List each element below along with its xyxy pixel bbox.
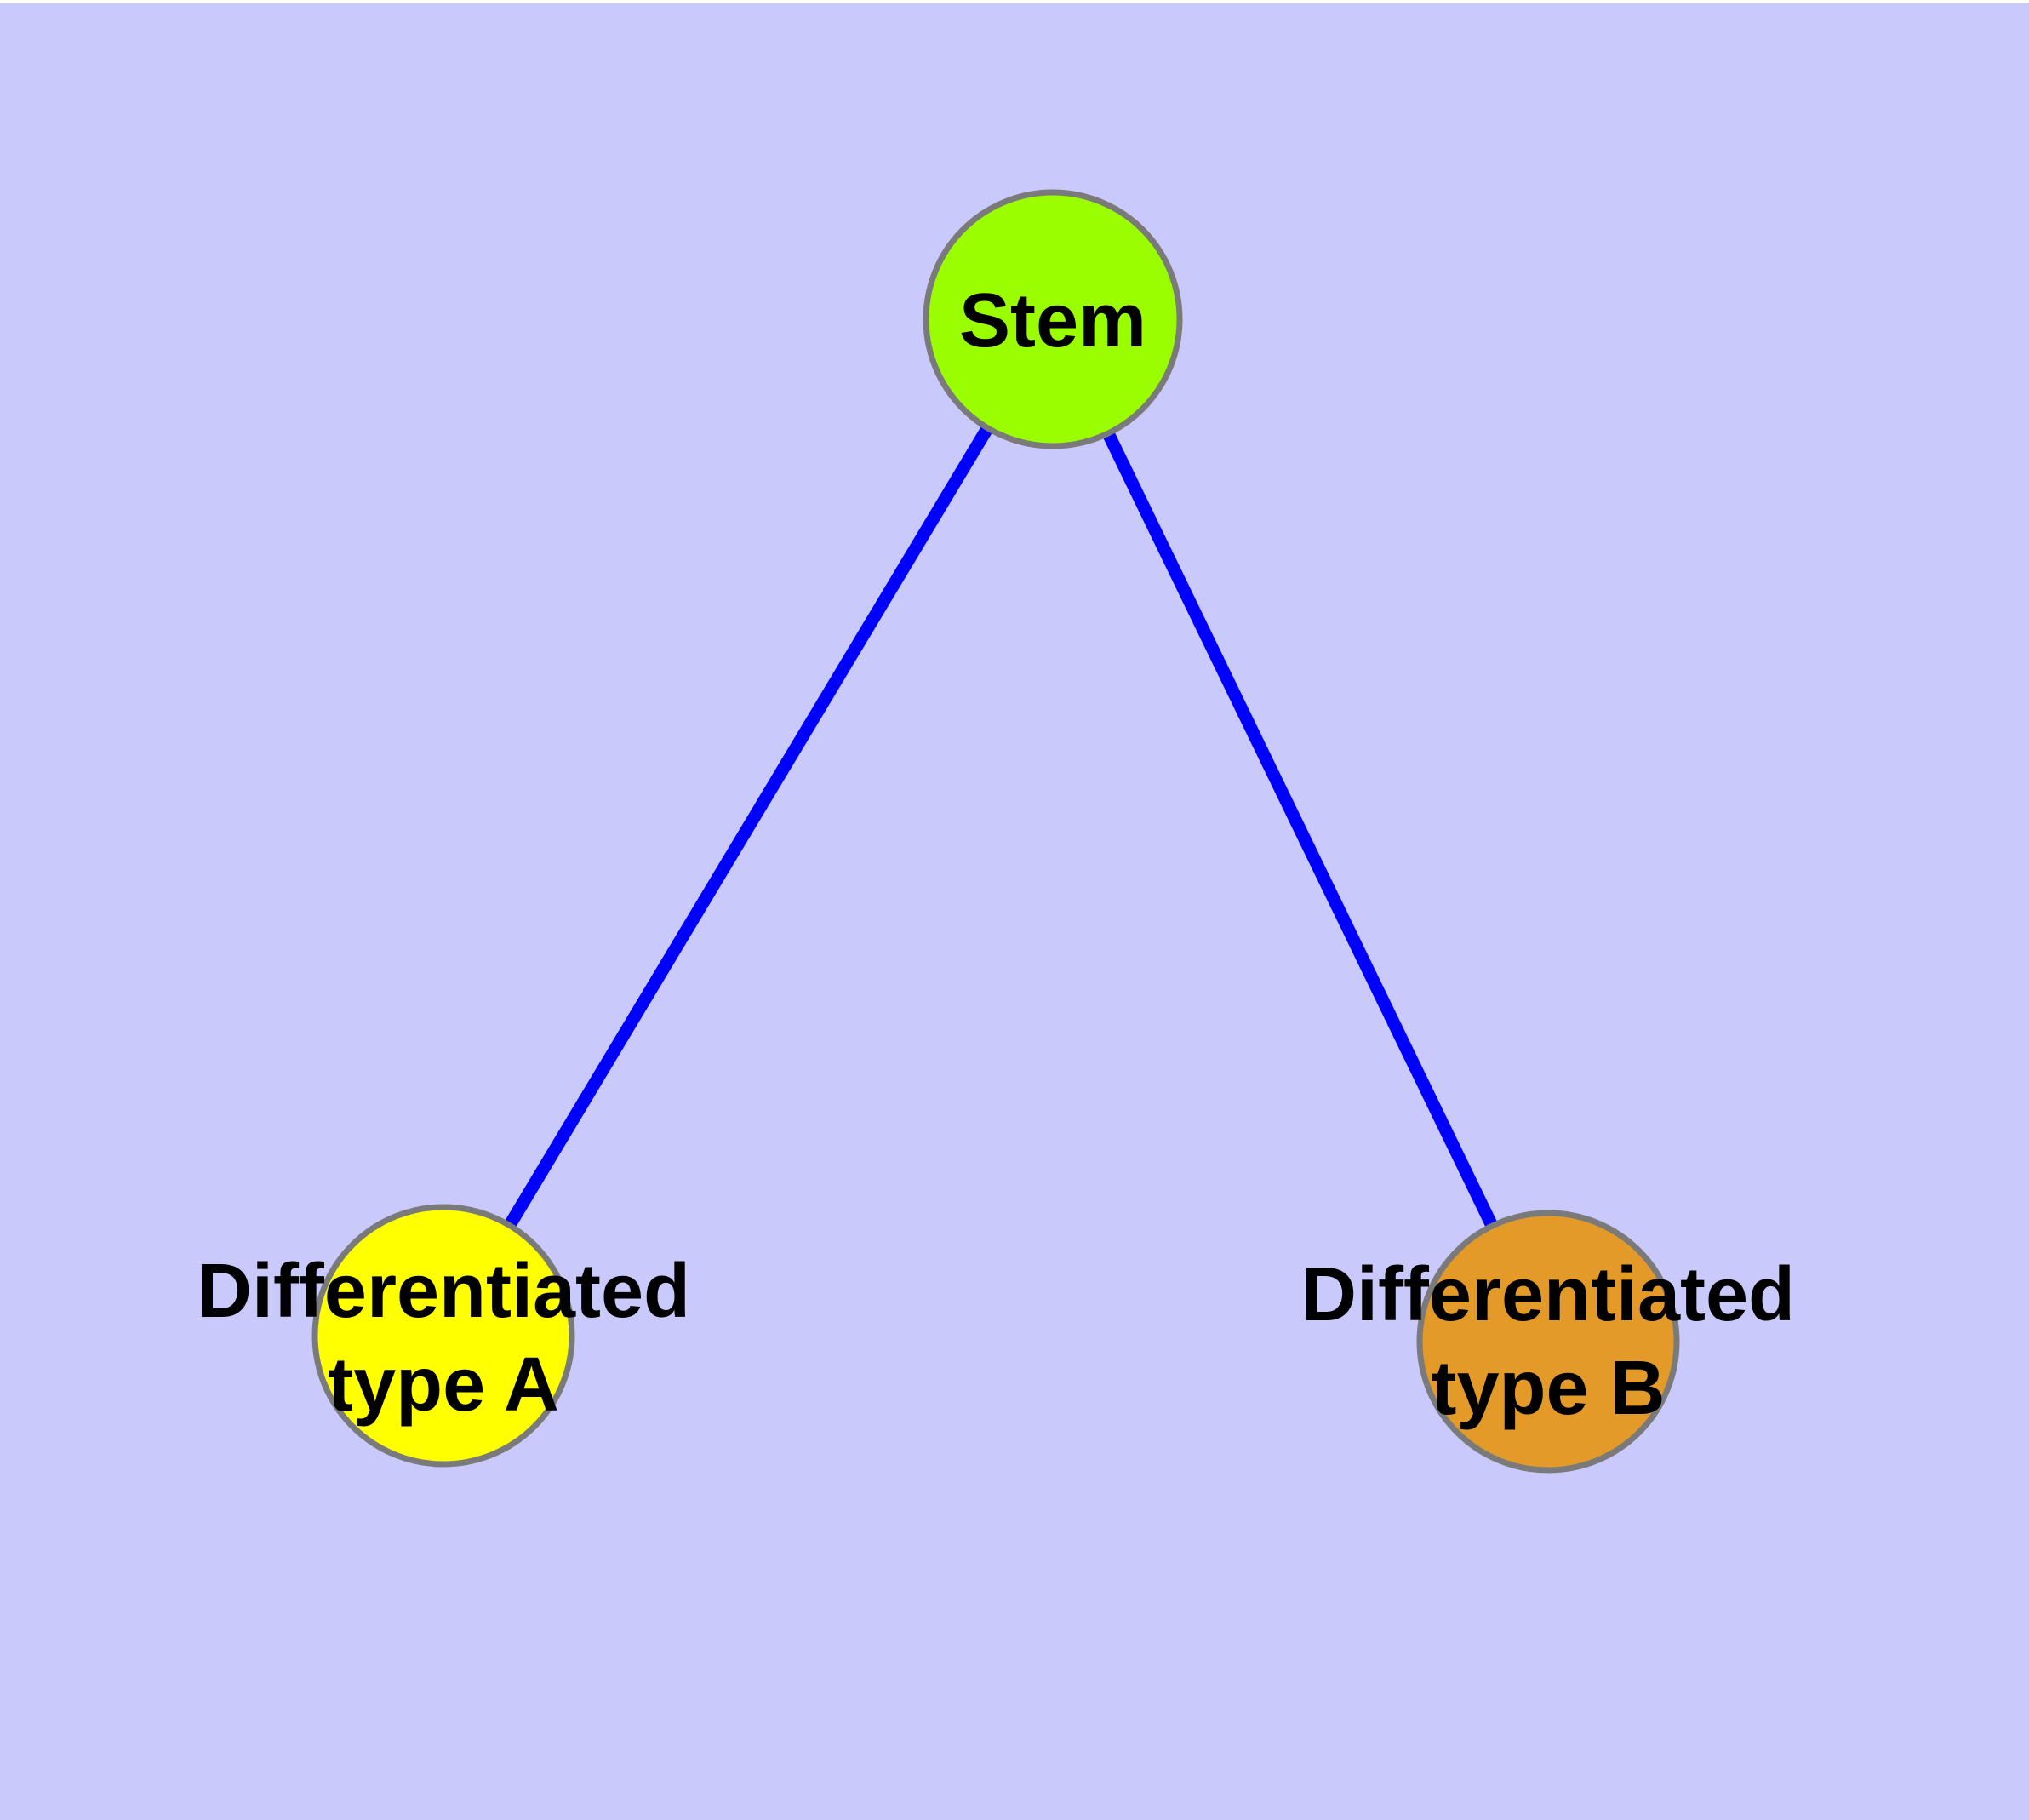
node-stem [923, 189, 1183, 449]
node-differentiated-type-a [311, 1204, 575, 1468]
graph-svg: Stem Differentiated type A Differentiate… [0, 3, 2029, 1820]
node-type-b-label-line1: Differentiated [1301, 1252, 1795, 1337]
node-stem-label: Stem [959, 278, 1146, 363]
node-type-a-label-line2: type A [328, 1342, 559, 1428]
node-type-a-label-line1: Differentiated [197, 1249, 690, 1334]
edge-stem-to-type-a [437, 316, 1059, 1339]
node-differentiated-type-b [1416, 1210, 1680, 1474]
node-type-b-label-line2: type B [1431, 1346, 1665, 1431]
edge-stem-to-type-b [1047, 316, 1554, 1345]
